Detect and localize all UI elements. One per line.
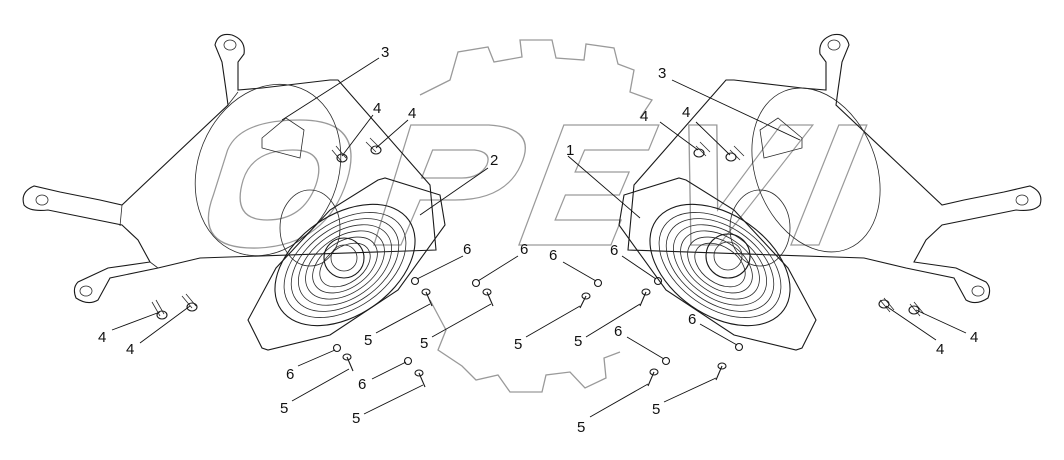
leader-lines (111, 57, 967, 418)
callout-6: 6 (688, 311, 696, 328)
callout-3-left: 3 (381, 44, 389, 61)
washers (332, 276, 744, 366)
callout-4: 4 (408, 105, 416, 122)
washer (471, 278, 481, 288)
washer (593, 278, 603, 288)
callout-4: 4 (373, 100, 381, 117)
right-bracket (627, 33, 1042, 304)
screw (421, 288, 433, 307)
bolt (693, 141, 711, 158)
callout-4: 4 (970, 329, 978, 346)
washer (661, 356, 671, 366)
callouts: 1 2 3 3 4 4 4 4 4 4 4 4 5 5 5 5 5 5 5 5 … (98, 44, 978, 436)
callout-5: 5 (364, 332, 372, 349)
callout-5: 5 (577, 419, 585, 436)
callout-6: 6 (549, 247, 557, 264)
left-speaker (247, 177, 446, 351)
callout-3-right: 3 (658, 65, 666, 82)
callout-6: 6 (286, 366, 294, 383)
callout-4: 4 (936, 341, 944, 358)
right-speaker (618, 177, 817, 351)
screw (414, 369, 426, 388)
washer (403, 356, 413, 366)
callout-5: 5 (420, 335, 428, 352)
screw (342, 353, 354, 372)
callout-4: 4 (98, 329, 106, 346)
callout-5: 5 (514, 336, 522, 353)
bolts (151, 137, 925, 320)
bolt (181, 293, 198, 312)
callout-4: 4 (640, 108, 648, 125)
callout-2: 2 (490, 152, 498, 169)
bolt (151, 299, 168, 320)
bolt (331, 145, 348, 163)
screw (639, 288, 651, 307)
callout-5: 5 (652, 401, 660, 418)
callout-6: 6 (463, 241, 471, 258)
washer (734, 342, 744, 352)
washer (332, 343, 342, 353)
callout-5: 5 (574, 333, 582, 350)
callout-6: 6 (614, 323, 622, 340)
callout-4: 4 (682, 104, 690, 121)
bolt (725, 145, 745, 162)
screw (715, 362, 727, 381)
watermark (207, 39, 868, 393)
left-bracket (22, 33, 437, 304)
callout-4: 4 (126, 341, 134, 358)
callout-5: 5 (352, 410, 360, 427)
washer (410, 276, 420, 286)
watermark-gear (419, 39, 653, 393)
screw (647, 368, 659, 387)
bolt (878, 297, 895, 313)
screws (342, 288, 727, 388)
watermark-letters (207, 119, 868, 249)
washer (653, 276, 663, 286)
callout-5: 5 (280, 400, 288, 417)
callout-6: 6 (520, 241, 528, 258)
callout-6: 6 (358, 376, 366, 393)
screw (579, 292, 591, 309)
callout-6: 6 (610, 242, 618, 259)
bolt (908, 301, 925, 317)
callout-1: 1 (566, 142, 574, 159)
screw (482, 288, 494, 307)
